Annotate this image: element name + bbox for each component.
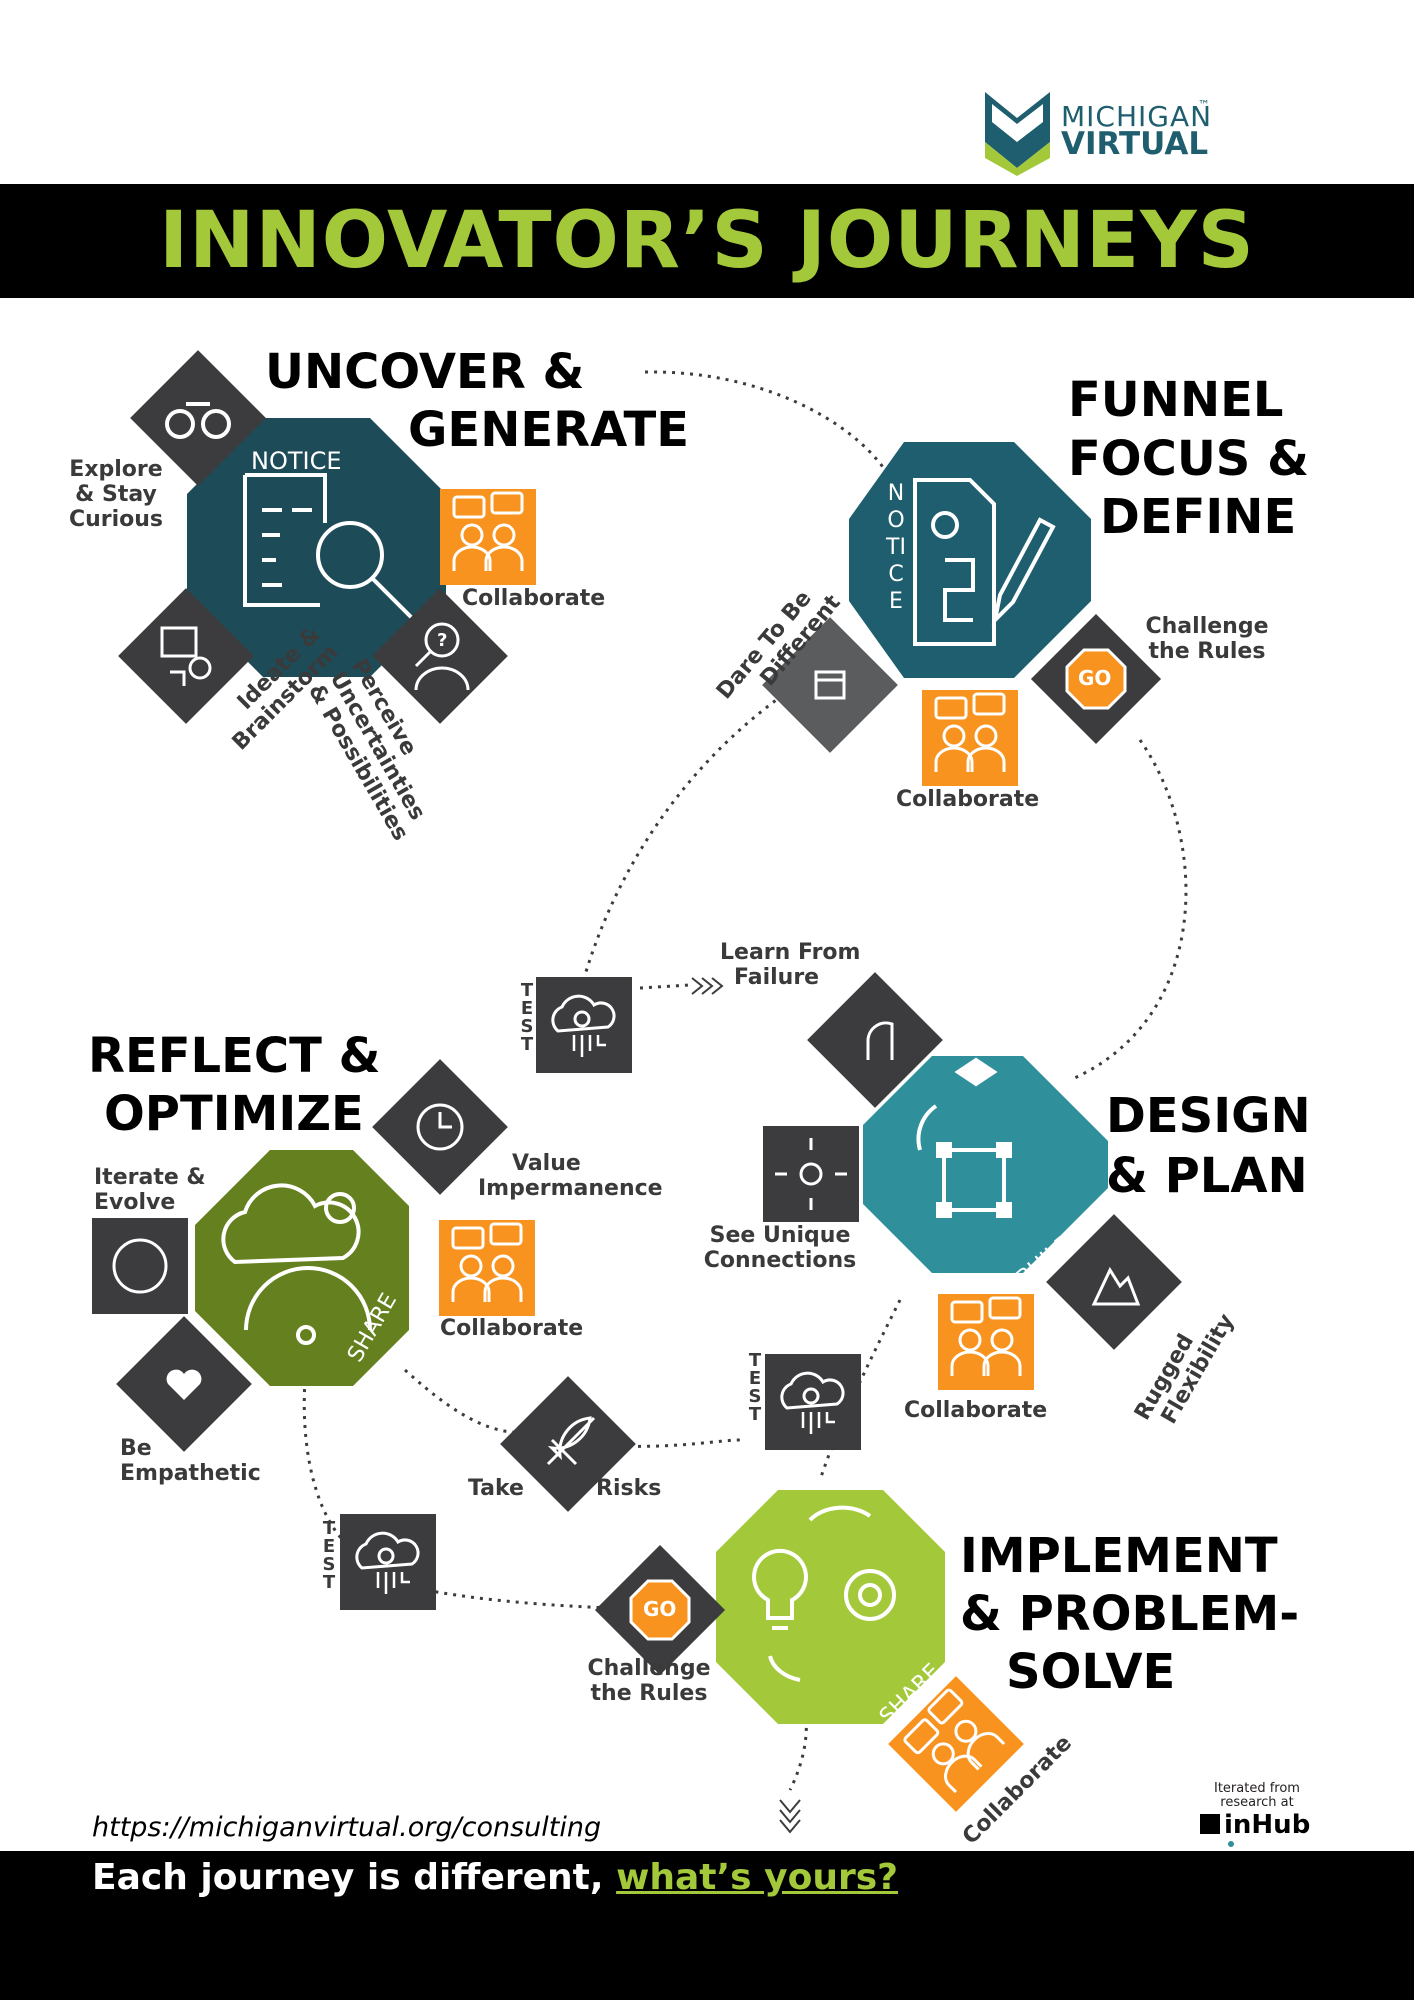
design-heading-line1: DESIGN (1106, 1088, 1311, 1144)
collaborate-label: Collaborate (440, 1316, 584, 1341)
ideas-gears-icon (752, 1505, 896, 1682)
test-label: TEST (322, 1518, 336, 1593)
uncover-heading-line2: GENERATE (408, 402, 690, 458)
dare-fist-icon (762, 617, 898, 753)
footer-banner (0, 1851, 1414, 2000)
funnel-stage-tag: NOTICE (886, 481, 906, 614)
inhub-logo-mark (1200, 1814, 1220, 1834)
funnel-heading-line3: DEFINE (1100, 489, 1297, 545)
consulting-url-link[interactable]: https://michiganvirtual.org/consulting (92, 1812, 602, 1843)
credit-text: Iterated from research at (1214, 1781, 1300, 1810)
implement-heading-line1: IMPLEMENT (960, 1528, 1278, 1584)
value-label: Value Impermanence (478, 1151, 663, 1201)
collaborate-label: Collaborate (904, 1398, 1048, 1423)
test-icon (338, 1512, 438, 1612)
design-stage-octagon (863, 1056, 1108, 1273)
collaborate-label: Collaborate (896, 787, 1040, 812)
page-title: INNOVATOR’S JOURNEYS (159, 196, 1255, 286)
inhub-logo-text: inHub (1224, 1810, 1311, 1840)
test-icon (534, 975, 634, 1075)
iterate-label: Iterate & Evolve (94, 1165, 206, 1215)
uncover-stage-octagon (187, 418, 446, 677)
define-blueprint-icon (913, 478, 1056, 646)
challenge-label: Challenge the Rules (587, 1656, 711, 1706)
iterate-cycle-icon (92, 1218, 188, 1314)
title-banner (0, 184, 1414, 298)
reflect-heading-line2: OPTIMIZE (104, 1086, 364, 1142)
go-text: GO (643, 1597, 677, 1621)
unique-label: See Unique Connections (703, 1223, 857, 1273)
collaborate-label: Collaborate (462, 586, 606, 611)
michigan-virtual-logo (985, 92, 1050, 176)
brand-line2: VIRTUAL (1061, 126, 1209, 162)
learn-label: Learn From Failure (720, 940, 861, 990)
notice-document-icon (243, 473, 414, 620)
design-heading-line2: & PLAN (1106, 1148, 1308, 1204)
footer-tagline: Each journey is different, what’s yours? (92, 1857, 899, 1898)
collaborate-icon (920, 688, 1020, 788)
collaborate-icon (438, 487, 538, 587)
funnel-heading-line2: FOCUS & (1068, 431, 1309, 487)
uncover-heading-line1: UNCOVER & (265, 344, 585, 400)
brand-tm: ™ (1198, 98, 1210, 112)
test-label: TEST (520, 980, 534, 1055)
brand-line1: MICHIGAN (1061, 100, 1213, 133)
funnel-heading-line1: FUNNEL (1068, 372, 1284, 428)
empathetic-label: Be Empathetic (120, 1436, 261, 1486)
implement-heading-line3: SOLVE (1006, 1644, 1176, 1700)
uncover-stage-tag: NOTICE (251, 447, 342, 475)
build-blueprint-icon (916, 1057, 1012, 1218)
take-label: Take (468, 1476, 524, 1501)
go-text: GO (1078, 666, 1112, 690)
whats-yours-link[interactable]: what’s yours? (616, 1857, 899, 1898)
collaborate-icon (936, 1292, 1036, 1392)
risks-label: Risks (596, 1476, 662, 1501)
challenge-label: Challenge the Rules (1145, 614, 1269, 664)
cloud-gauge-icon (221, 1183, 372, 1345)
test-label: TEST (748, 1350, 762, 1425)
mountain-icon (1046, 1214, 1182, 1350)
collaborate-icon (437, 1218, 537, 1318)
growth-mind-icon (807, 972, 943, 1108)
test-icon (763, 1352, 863, 1452)
svg-text:?: ? (437, 630, 447, 651)
reflect-heading-line1: REFLECT & (88, 1028, 381, 1084)
explore-label: Explore & Stay Curious (68, 457, 164, 532)
implement-heading-line2: & PROBLEM- (960, 1586, 1300, 1642)
